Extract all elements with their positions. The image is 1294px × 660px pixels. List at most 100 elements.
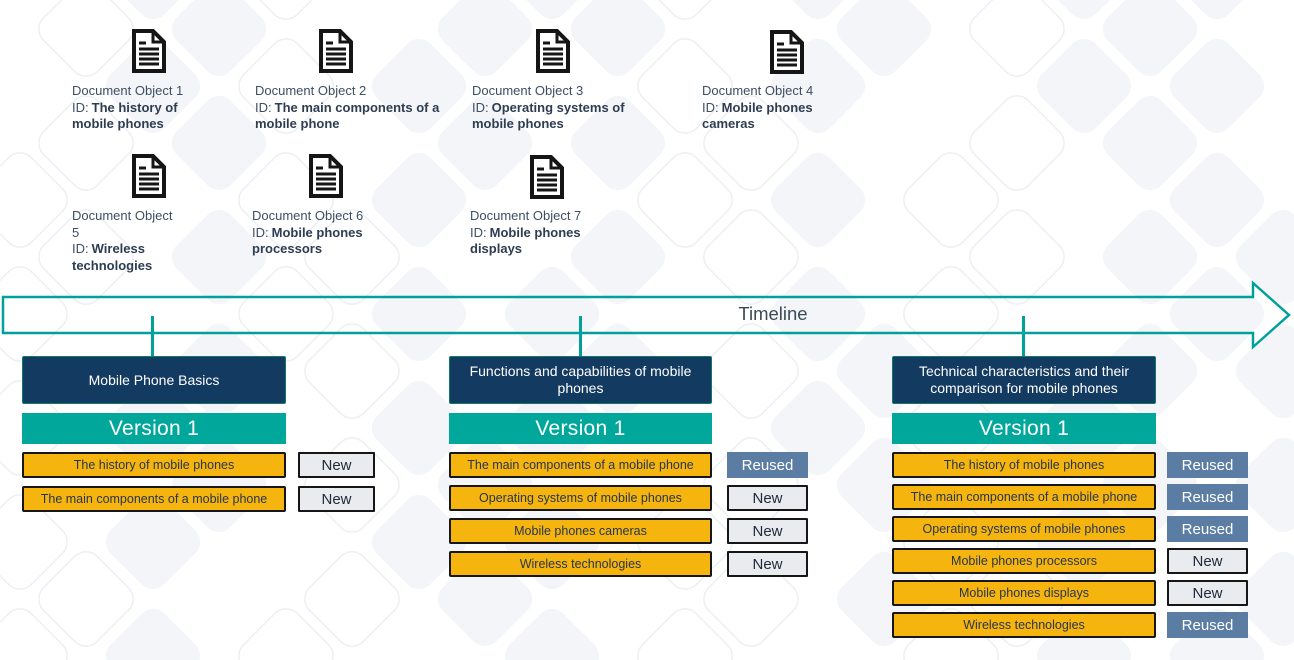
status-badge-reused: Reused (727, 452, 808, 478)
document-object-label: Document Object 4 (702, 83, 814, 98)
topic-row: Operating systems of mobile phones Reuse… (892, 516, 1248, 542)
document-object-label: Document Object 5 (72, 208, 173, 240)
document-object-id: ID:Mobile phones cameras (702, 100, 813, 132)
document-icon (319, 29, 353, 73)
document-icon (132, 29, 166, 73)
id-prefix-label: ID: (472, 99, 489, 115)
topic-row: Mobile phones displays New (892, 580, 1248, 606)
topic-name: The main components of a mobile phone (892, 484, 1156, 510)
topic-name: Mobile phones displays (892, 580, 1156, 606)
document-icon (132, 154, 166, 198)
status-badge-new: New (1167, 580, 1248, 606)
topic-name: The history of mobile phones (892, 452, 1156, 478)
version-banner: Version 1 (892, 413, 1156, 444)
document-object-text: Document Object 4 ID:Mobile phones camer… (702, 83, 854, 133)
document-object-id-value: The history of mobile phones (72, 99, 178, 132)
document-object-text: Document Object 1 ID:The history of mobi… (72, 83, 214, 133)
timeline-tick (579, 316, 582, 357)
document-object-id: ID:Mobile phones processors (252, 225, 363, 257)
document-icon (770, 30, 804, 74)
document-icon (530, 155, 564, 199)
topic-name: The main components of a mobile phone (22, 486, 286, 512)
topic-row: The history of mobile phones Reused (892, 452, 1248, 478)
topic-row: The main components of a mobile phone Re… (449, 452, 808, 478)
topic-name: Mobile phones cameras (449, 518, 712, 544)
document-object-id: ID:The history of mobile phones (72, 100, 178, 132)
status-badge-reused: Reused (1167, 612, 1248, 638)
topic-name: Operating systems of mobile phones (892, 516, 1156, 542)
topic-list: The history of mobile phones Reused The … (892, 452, 1248, 638)
document-object-id-value: Mobile phones displays (470, 224, 581, 257)
topic-list: The history of mobile phones New The mai… (22, 452, 375, 512)
document-object: Document Object 2 ID:The main components… (255, 29, 451, 133)
document-object: Document Object 1 ID:The history of mobi… (72, 29, 214, 133)
document-object-id: ID:Wireless technologies (72, 241, 152, 273)
topic-name: Wireless technologies (449, 551, 712, 577)
document-object-label: Document Object 7 (470, 208, 582, 223)
timeline-arrow (1, 280, 1291, 350)
version-banner: Version 1 (22, 413, 286, 444)
topic-name: Mobile phones processors (892, 548, 1156, 574)
status-badge-reused: Reused (1167, 484, 1248, 510)
document-object-id-value: The main components of a mobile phone (255, 99, 440, 132)
publication-title: Functions and capabilities of mobile pho… (449, 356, 712, 404)
publication-column: Mobile Phone Basics Version 1 The histor… (22, 356, 375, 512)
timeline-tick (1022, 316, 1025, 357)
document-object-id-value: Mobile phones cameras (702, 99, 813, 132)
timeline-label: Timeline (738, 303, 808, 324)
topic-row: Mobile phones processors New (892, 548, 1248, 574)
publication-title: Technical characteristics and their comp… (892, 356, 1156, 404)
status-badge-reused: Reused (1167, 516, 1248, 542)
id-prefix-label: ID: (72, 241, 89, 256)
topic-list: The main components of a mobile phone Re… (449, 452, 808, 577)
status-badge-new: New (727, 485, 808, 511)
document-object-label: Document Object 6 (252, 208, 364, 223)
publication-column: Technical characteristics and their comp… (892, 356, 1248, 638)
topic-row: Wireless technologies New (449, 551, 808, 577)
topic-row: The history of mobile phones New (22, 452, 375, 478)
topic-row: The main components of a mobile phone Ne… (22, 486, 375, 512)
id-prefix-label: ID: (702, 99, 719, 115)
topic-name: Operating systems of mobile phones (449, 485, 712, 511)
document-object-id-value: Operating systems of mobile phones (472, 99, 625, 132)
document-object-id-value: Mobile phones processors (252, 224, 363, 257)
document-object: Document Object 3 ID:Operating systems o… (472, 29, 668, 133)
id-prefix-label: ID: (470, 224, 487, 240)
version-banner: Version 1 (449, 413, 712, 444)
topic-row: The main components of a mobile phone Re… (892, 484, 1248, 510)
id-prefix-label: ID: (252, 224, 269, 240)
topic-row: Mobile phones cameras New (449, 518, 808, 544)
timeline-tick (151, 316, 154, 357)
id-prefix-label: ID: (72, 99, 89, 115)
status-badge-new: New (727, 518, 808, 544)
timeline-arrow-outline (1, 280, 1291, 350)
document-object-id: ID:Operating systems of mobile phones (472, 100, 625, 132)
topic-name: The main components of a mobile phone (449, 452, 712, 478)
document-object-id: ID:Mobile phones displays (470, 225, 581, 257)
document-object-label: Document Object 3 (472, 83, 584, 98)
document-object-id: ID:The main components of a mobile phone (255, 100, 439, 132)
document-object-text: Document Object 3 ID:Operating systems o… (472, 83, 668, 133)
status-badge-new: New (1167, 548, 1248, 574)
topic-name: The history of mobile phones (22, 452, 286, 478)
document-object-label: Document Object 1 (72, 83, 184, 98)
document-object-text: Document Object 7 ID:Mobile phones displ… (470, 208, 622, 258)
document-object-text: Document Object 5 ID:Wireless technologi… (72, 208, 178, 274)
document-object: Document Object 7 ID:Mobile phones displ… (470, 155, 622, 258)
topic-row: Operating systems of mobile phones New (449, 485, 808, 511)
document-icon (309, 154, 343, 198)
status-badge-new: New (298, 486, 375, 512)
document-object-id-value: Wireless technologies (72, 241, 153, 273)
document-object: Document Object 4 ID:Mobile phones camer… (702, 30, 854, 133)
publication-column: Functions and capabilities of mobile pho… (449, 356, 808, 577)
topic-name: Wireless technologies (892, 612, 1156, 638)
document-object-text: Document Object 2 ID:The main components… (255, 83, 451, 133)
status-badge-new: New (727, 551, 808, 577)
document-object: Document Object 5 ID:Wireless technologi… (72, 154, 178, 274)
status-badge-reused: Reused (1167, 452, 1248, 478)
id-prefix-label: ID: (255, 99, 272, 115)
status-badge-new: New (298, 452, 375, 478)
document-object: Document Object 6 ID:Mobile phones proce… (252, 154, 404, 258)
topic-row: Wireless technologies Reused (892, 612, 1248, 638)
